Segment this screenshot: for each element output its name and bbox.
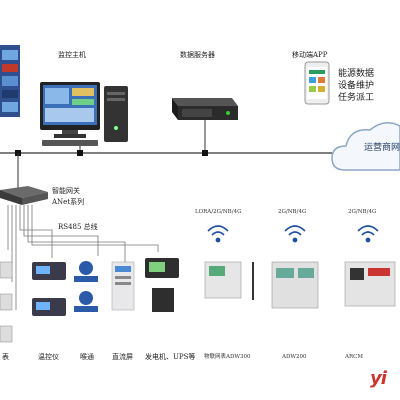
app-feature-3: 任务派工: [338, 93, 375, 103]
dc-panel-label: 直流屏: [112, 353, 133, 361]
meter-label: 表: [2, 353, 9, 361]
data-server-label: 数据服务器: [180, 51, 215, 59]
temp-controller-icon: [32, 262, 66, 316]
wireless-label-3: 2G/NB/4G: [348, 209, 377, 215]
data-server-icon: [172, 98, 238, 120]
mobile-app-label: 移动端APP: [292, 51, 328, 59]
wireless-label-1: LORA/2G/NB/4G: [195, 209, 242, 215]
dc-panel-icon: [111, 261, 135, 311]
flow-meter-label: 喉通: [80, 353, 94, 361]
generator-label: 发电机、UPS等: [145, 353, 196, 361]
mobile-phone-icon: [304, 61, 330, 105]
iot-meter-label: 物联网表ADW300: [204, 354, 251, 360]
cloud-label: 运营商网: [364, 143, 400, 153]
cloud-icon: [331, 122, 400, 171]
iot-meter-adw300-icon: [204, 261, 254, 300]
wireless-label-2: 2G/NB/4G: [278, 209, 307, 215]
flow-meter-icon: [74, 261, 98, 312]
host-node: [77, 150, 83, 156]
monitor-host-computer-icon: [40, 82, 128, 146]
generator-controller-icon: [145, 258, 179, 312]
arcm-label: ARCM: [345, 354, 363, 360]
app-feature-2: 设备维护: [338, 81, 375, 91]
app-feature-1: 能源数据: [338, 69, 375, 79]
gateway-label-1: 智能网关: [52, 187, 80, 195]
adw200-label: ADW200: [282, 354, 307, 360]
temp-controller-label: 温控仪: [38, 353, 59, 361]
monitor-host-label: 监控主机: [58, 51, 86, 59]
meter-column-icon: [0, 261, 13, 343]
rs485-bus-lines: [7, 205, 159, 310]
gateway-device-icon: [0, 186, 48, 205]
cabinet-panel-icon: [0, 45, 20, 117]
arcm-icon: [344, 261, 396, 307]
adw200-icon: [271, 261, 319, 309]
server-node: [202, 150, 208, 156]
wifi-icon: [207, 225, 379, 243]
watermark-logo: yi: [370, 368, 387, 389]
gateway-label-2: ANet系列: [52, 198, 85, 206]
rs485-label: RS485 总线: [58, 223, 98, 231]
